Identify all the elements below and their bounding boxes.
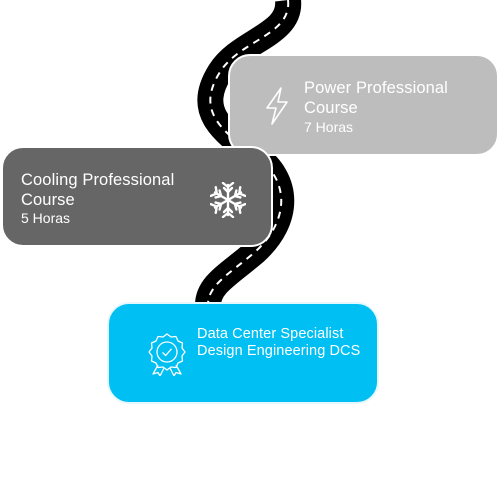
power-course-card: Power Professional Course 7 Horas: [228, 54, 499, 156]
cooling-course-title: Cooling Professional Course: [21, 171, 175, 209]
cooling-course-duration: 5 Horas: [21, 210, 71, 226]
cooling-course-card: Cooling Professional Course 5 Horas: [1, 146, 273, 247]
power-course-title: Power Professional Course: [304, 79, 448, 117]
lightning-bolt-icon: [266, 87, 288, 125]
power-course-duration: 7 Horas: [304, 119, 354, 135]
snowflake-icon: [210, 182, 246, 218]
dcs-certification-card: Data Center Specialist Design Engineerin…: [107, 302, 379, 404]
certificate-badge-icon: [148, 333, 186, 376]
dcs-certification-title: Data Center Specialist Design Engineerin…: [197, 326, 361, 359]
